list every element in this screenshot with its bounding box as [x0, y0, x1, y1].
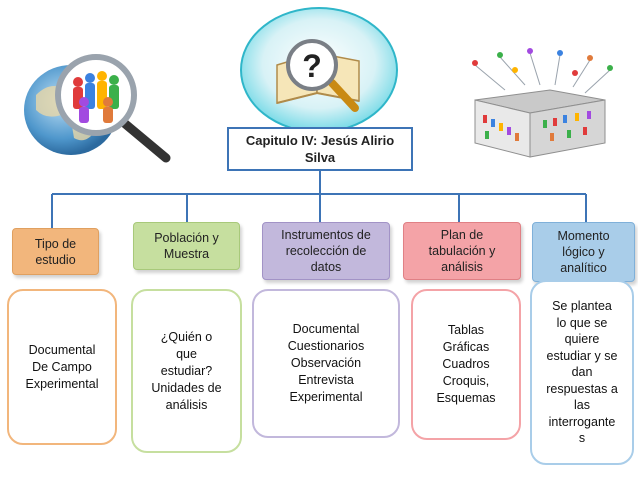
category-tipo-estudio: Tipo de estudio: [12, 228, 99, 275]
detail-text: Se plantea lo que se quiere estudiar y s…: [546, 299, 618, 446]
svg-text:?: ?: [302, 48, 322, 84]
chapter-title: Capitulo IV: Jesús Alirio Silva: [245, 133, 395, 165]
detail-text: Documental Cuestionarios Observación Ent…: [287, 322, 365, 404]
detail-card-poblacion-muestra: ¿Quién o que estudiar? Unidades de análi…: [131, 289, 242, 453]
category-instrumentos: Instrumentos de recolección de datos: [262, 222, 390, 280]
category-label: Plan de tabulación y análisis: [428, 228, 496, 274]
category-plan-tabulacion: Plan de tabulación y análisis: [403, 222, 521, 280]
category-label: Momento lógico y analítico: [557, 229, 610, 275]
box-people-network-icon: [455, 45, 625, 160]
detail-card-plan-tabulacion: Tablas Gráficas Cuadros Croquis, Esquema…: [411, 289, 521, 440]
category-poblacion-muestra: Población y Muestra: [133, 222, 240, 270]
detail-card-tipo-estudio: Documental De Campo Experimental: [7, 289, 117, 445]
book-question-magnifier-icon: ?: [237, 5, 402, 135]
detail-card-instrumentos: Documental Cuestionarios Observación Ent…: [252, 289, 400, 438]
category-momento-logico: Momento lógico y analítico: [532, 222, 635, 282]
chapter-title-box: Capitulo IV: Jesús Alirio Silva: [227, 127, 413, 171]
detail-text: Documental De Campo Experimental: [25, 342, 99, 391]
category-label: Instrumentos de recolección de datos: [281, 228, 371, 274]
category-label: Tipo de estudio: [34, 236, 77, 267]
detail-text: Tablas Gráficas Cuadros Croquis, Esquema…: [436, 323, 496, 405]
category-label: Población y Muestra: [154, 231, 219, 261]
detail-card-momento-logico: Se plantea lo que se quiere estudiar y s…: [530, 280, 634, 465]
globe-magnifier-people-icon: [16, 40, 191, 165]
detail-text: ¿Quién o que estudiar? Unidades de análi…: [151, 329, 222, 412]
